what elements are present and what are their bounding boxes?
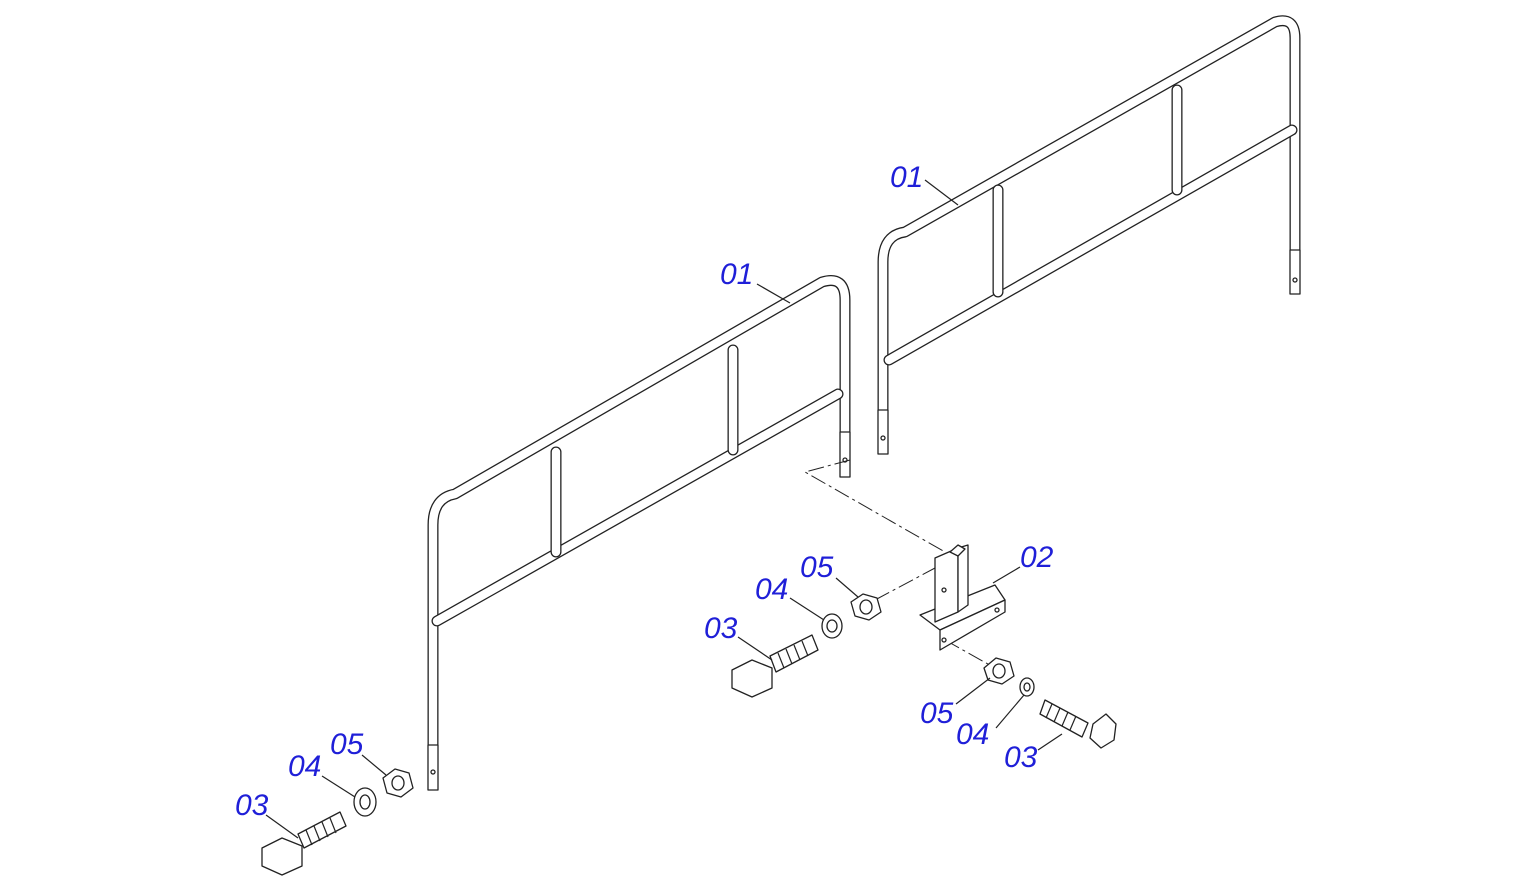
callout-04-left: 04 <box>288 750 321 783</box>
callout-03-left: 03 <box>235 789 269 822</box>
callout-04-right: 04 <box>956 718 989 751</box>
nut-right <box>983 657 1015 685</box>
callout-01-left: 01 <box>720 258 753 291</box>
leader-lines <box>265 179 1063 839</box>
tab-right-a <box>877 409 889 455</box>
washer-left <box>353 787 377 817</box>
callout-05-center: 05 <box>800 551 834 584</box>
bolt-axis-right <box>944 639 996 669</box>
callout-05-left: 05 <box>330 728 364 761</box>
bolt-center <box>731 634 819 698</box>
bolt-axis-center <box>874 567 936 601</box>
tab-right-b <box>1289 249 1301 295</box>
callout-01-right: 01 <box>890 161 923 194</box>
railing-left <box>427 275 851 791</box>
callout-02-bracket: 02 <box>1020 541 1054 574</box>
tab-left-b <box>839 431 851 478</box>
callout-04-center: 04 <box>755 573 788 606</box>
bolt-right <box>1039 699 1117 749</box>
callout-03-right: 03 <box>1004 741 1038 774</box>
callout-03-center: 03 <box>704 612 738 645</box>
washer-center <box>821 613 843 639</box>
washer-right <box>1019 677 1035 697</box>
bolt-left <box>261 811 347 876</box>
bracket <box>919 544 1006 651</box>
callout-05-right: 05 <box>920 697 954 730</box>
assembly-centerline <box>803 459 946 553</box>
tab-left-a <box>427 744 439 791</box>
nut-center <box>850 593 882 621</box>
railing-right <box>877 15 1301 455</box>
nut-left <box>382 768 414 798</box>
